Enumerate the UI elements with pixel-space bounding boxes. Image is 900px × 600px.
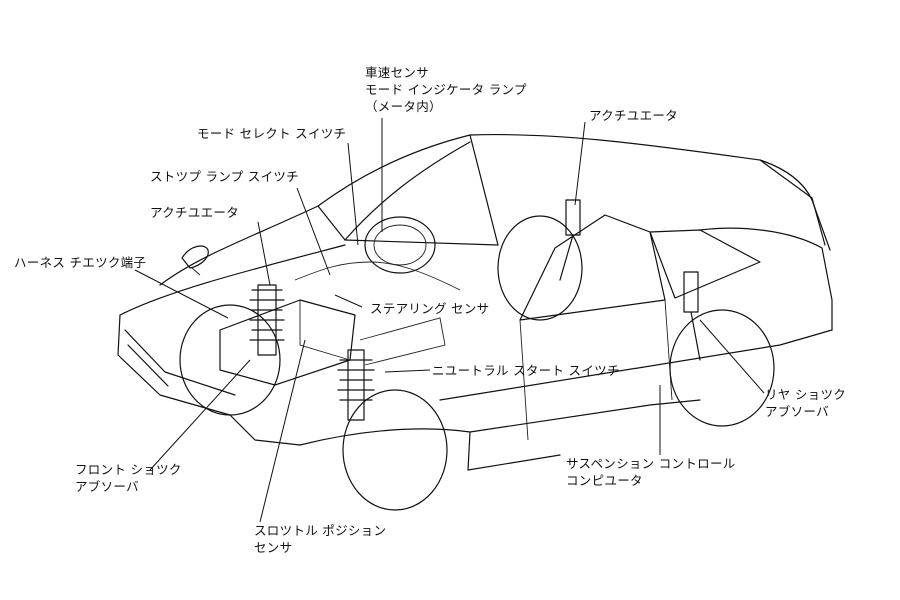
label-line: サスペンション コントロール [566,456,736,471]
rear-actuator-shock [559,199,701,361]
label-line: ステアリング センサ [370,301,490,316]
label-line: モード セレクト スイツチ [197,126,347,141]
label-line: モード インジケータ ランプ [365,82,527,97]
front-right-shock [337,349,375,421]
label-steering-sensor: ステアリング センサ [370,300,489,317]
label-line: リヤ ショツク [765,387,847,402]
label-actuator-front: アクチユエータ [150,204,239,221]
label-line: （メータ内） [365,99,442,114]
label-line: アクチユエータ [150,205,239,220]
label-line: センサ [254,540,293,555]
label-line: ニユートラル スタート スイツチ [432,363,620,378]
label-actuator-rear: アクチユエータ [589,107,678,124]
label-throttle-position-sensor: スロツトル ポジション センサ [254,522,386,556]
label-mode-select-switch: モード セレクト スイツチ [197,125,346,142]
label-line: ストツプ ランプ スイツチ [150,169,299,184]
label-line: スロツトル ポジション [254,523,387,538]
label-line: 車速センサ [365,65,430,80]
label-suspension-control-computer: サスペンション コントロール コンピユータ [566,455,736,489]
label-line: アブソーバ [765,404,829,419]
engine-block [219,299,446,386]
label-stop-lamp-switch: ストツプ ランプ スイツチ [150,168,299,185]
wiring-harness [294,261,461,291]
leader-lines [134,118,765,523]
label-line: フロント ショツク [75,462,182,477]
label-line: アブソーバ [75,479,139,494]
label-line: アクチユエータ [589,108,678,123]
label-speed-sensor: 車速センサ モード インジケータ ランプ （メータ内） [365,64,527,115]
label-harness-check-terminal: ハーネス チエツク端子 [14,254,146,271]
wheels [179,215,775,511]
label-line: コンピユータ [566,473,643,488]
label-front-shock-absorber: フロント ショツク アブソーバ [75,461,182,495]
label-rear-shock-absorber: リヤ ショツク アブソーバ [765,386,846,420]
car-body [117,133,833,471]
label-line: ハーネス チエツク端子 [14,255,147,270]
front-left-shock [249,284,285,356]
label-neutral-start-switch: ニユートラル スタート スイツチ [432,362,620,379]
